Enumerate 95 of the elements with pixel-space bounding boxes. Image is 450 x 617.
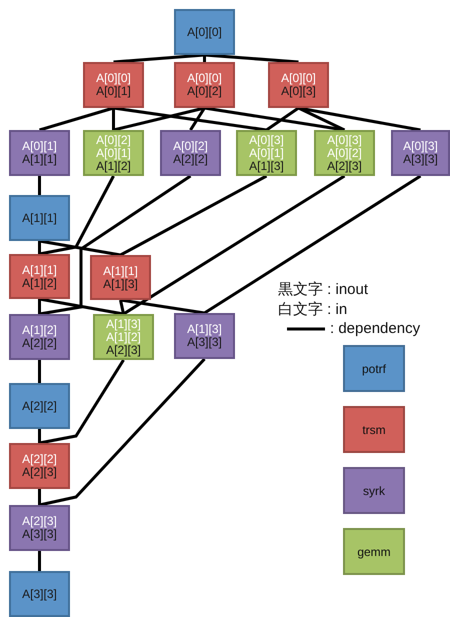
- dependency-line: [38, 360, 41, 383]
- in-label: A[0][0]: [187, 72, 222, 85]
- inout-label: A[0][1]: [96, 85, 131, 98]
- dependency-line: [120, 174, 268, 256]
- in-label: A[0][1]: [22, 140, 57, 153]
- inout-label: A[2][2]: [22, 400, 57, 412]
- dependency-line: [204, 174, 422, 314]
- inout-label: A[2][2]: [173, 153, 208, 166]
- dependency-line: [119, 300, 125, 314]
- in-label: A[0][3]: [249, 134, 284, 146]
- inout-label: A[3][3]: [403, 153, 438, 166]
- dependency-line: [39, 358, 206, 506]
- gemm-box: [93, 314, 154, 360]
- dependency-line: [204, 54, 299, 64]
- in-label: A[0][1]: [249, 146, 284, 160]
- inout-label: A[1][2]: [96, 160, 131, 172]
- inout-label: A[2][3]: [327, 160, 362, 172]
- dependency-line: [266, 106, 300, 132]
- inout-label: A[1][1]: [22, 153, 57, 166]
- dependency-line: [38, 299, 41, 314]
- in-label: A[0][3]: [327, 134, 362, 146]
- dependency-line: [113, 106, 267, 132]
- in-label: A[2][2]: [22, 453, 57, 466]
- trsm-box: [174, 62, 235, 108]
- trsm-box: [9, 254, 70, 299]
- dependency-line: [39, 175, 115, 256]
- in-label: A[1][3]: [187, 323, 222, 336]
- gemm-box: [314, 130, 375, 176]
- inout-label: A[1][2]: [22, 276, 57, 290]
- dependency-line: [38, 241, 41, 254]
- in-label: A[0][2]: [96, 134, 131, 146]
- dependency-line: [39, 106, 114, 132]
- syrk-box: [9, 314, 70, 360]
- in-label: A[0][0]: [281, 72, 316, 85]
- syrk-box: [160, 130, 221, 176]
- syrk-box: [391, 130, 450, 176]
- inout-label: A[0][0]: [187, 26, 222, 38]
- in-label: A[0][2]: [173, 140, 208, 153]
- dependency-line: [38, 176, 41, 195]
- inout-label: A[3][3]: [187, 336, 222, 349]
- in-label: A[2][3]: [22, 515, 57, 528]
- dependency-line: [38, 429, 41, 443]
- dependency-line: [120, 298, 205, 314]
- dependency-line: [113, 54, 205, 64]
- in-label: A[0][1]: [96, 146, 131, 160]
- inout-label: A[2][2]: [22, 337, 57, 350]
- in-label: A[0][2]: [327, 146, 362, 160]
- legend-note: 白文字 : in: [278, 300, 348, 319]
- trsm-box: [9, 443, 70, 489]
- in-label: A[1][3]: [106, 318, 141, 330]
- inout-label: A[1][3]: [103, 278, 138, 290]
- dependency-line: [298, 106, 346, 132]
- legend-swatch: trsm: [343, 406, 405, 453]
- in-label: A[1][1]: [103, 264, 138, 278]
- potrf-box: [9, 571, 70, 617]
- syrk-box: [9, 505, 70, 551]
- dependency-line: [122, 174, 346, 316]
- syrk-box: [174, 313, 235, 359]
- in-label: A[1][2]: [106, 330, 141, 344]
- dependency-line: [298, 106, 421, 132]
- in-label: A[1][1]: [22, 264, 57, 276]
- in-label: A[0][0]: [96, 72, 131, 85]
- legend-swatch: syrk: [343, 467, 405, 514]
- potrf-box: [9, 195, 70, 241]
- inout-label: A[2][3]: [106, 344, 141, 356]
- inout-label: A[0][2]: [187, 85, 222, 98]
- dependency-line: [39, 359, 125, 444]
- potrf-box: [9, 383, 70, 429]
- legend-swatch: potrf: [343, 345, 405, 392]
- legend-note: 黒文字 : inout: [278, 280, 368, 299]
- potrf-box: [174, 9, 235, 55]
- legend-label: : dependency: [330, 320, 420, 337]
- dependency-line: [39, 298, 124, 316]
- dependency-line: [39, 174, 192, 316]
- dependency-line: [38, 489, 41, 505]
- dependency-line: [39, 240, 121, 256]
- in-label: A[1][2]: [22, 324, 57, 337]
- trsm-box: [83, 62, 144, 108]
- dependency-line: [38, 551, 41, 571]
- legend-swatch: gemm: [343, 528, 405, 575]
- inout-label: A[3][3]: [22, 588, 57, 600]
- gemm-box: [83, 130, 144, 176]
- dependency-line: [189, 107, 206, 131]
- in-label: A[0][3]: [403, 140, 438, 153]
- inout-label: A[0][3]: [281, 85, 316, 98]
- inout-label: A[3][3]: [22, 528, 57, 541]
- gemm-box: [236, 130, 297, 176]
- syrk-box: [9, 130, 70, 176]
- dependency-line: [112, 108, 115, 130]
- inout-label: A[1][3]: [249, 160, 284, 172]
- inout-label: A[1][1]: [22, 212, 57, 224]
- inout-label: A[2][3]: [22, 466, 57, 479]
- trsm-box: [90, 255, 151, 300]
- trsm-box: [268, 62, 329, 108]
- dependency-line: [113, 106, 205, 132]
